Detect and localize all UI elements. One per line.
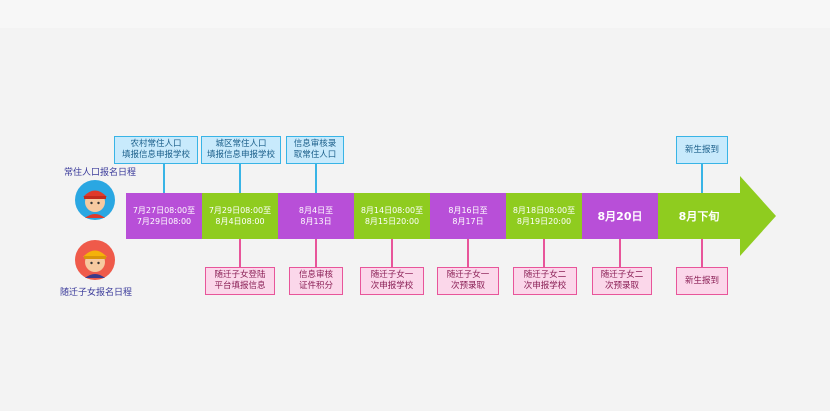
migrant-row-label: 随迁子女报名日程 [60,288,133,298]
timeline-segment-3: 8月4日至 8月13日 [278,193,354,239]
top-connector [315,164,317,193]
timeline-segment-4: 8月14日08:00至 8月15日20:00 [354,193,430,239]
header-band [0,0,830,28]
top-step-box-4: 新生报到 [676,136,728,164]
top-connector [239,164,241,193]
resident-row-label: 常住人口报名日程 [64,168,137,178]
timeline-segment-6: 8月18日08:00至 8月19日20:00 [506,193,582,239]
bottom-connector [701,239,703,267]
bottom-step-box-1: 随迁子女登陆 平台填报信息 [205,267,275,295]
bottom-step-box-2: 信息审核 证件积分 [289,267,343,295]
timeline-segment-1: 7月27日08:00至 7月29日08:00 [126,193,202,239]
top-step-box-1: 农村常住人口 填报信息申报学校 [114,136,198,164]
bottom-connector [315,239,317,267]
bottom-step-box-4: 随迁子女一 次预录取 [437,267,499,295]
top-step-box-2: 城区常住人口 填报信息申报学校 [201,136,281,164]
bottom-step-box-7: 新生报到 [676,267,728,295]
bottom-connector [239,239,241,267]
timeline-segment-2: 7月29日08:00至 8月4日08:00 [202,193,278,239]
timeline-segment-8: 8月下旬 [658,193,740,239]
timeline-arrow-head [740,176,776,256]
bottom-step-box-6: 随迁子女二 次预录取 [592,267,652,295]
bottom-connector [619,239,621,267]
bottom-connector [543,239,545,267]
timeline-segment-7: 8月20日 [582,193,658,239]
top-step-box-3: 信息审核录 取常住人口 [286,136,344,164]
migrant-avatar-icon [75,240,115,280]
timeline-bar: 7月27日08:00至 7月29日08:00 7月29日08:00至 8月4日0… [126,193,740,239]
top-connector [701,164,703,193]
bottom-connector [467,239,469,267]
timeline-segment-5: 8月16日至 8月17日 [430,193,506,239]
bottom-connector [391,239,393,267]
bottom-step-box-3: 随迁子女一 次申报学校 [360,267,424,295]
bottom-step-box-5: 随迁子女二 次申报学校 [513,267,577,295]
top-connector [163,164,165,193]
resident-avatar-icon [75,180,115,220]
